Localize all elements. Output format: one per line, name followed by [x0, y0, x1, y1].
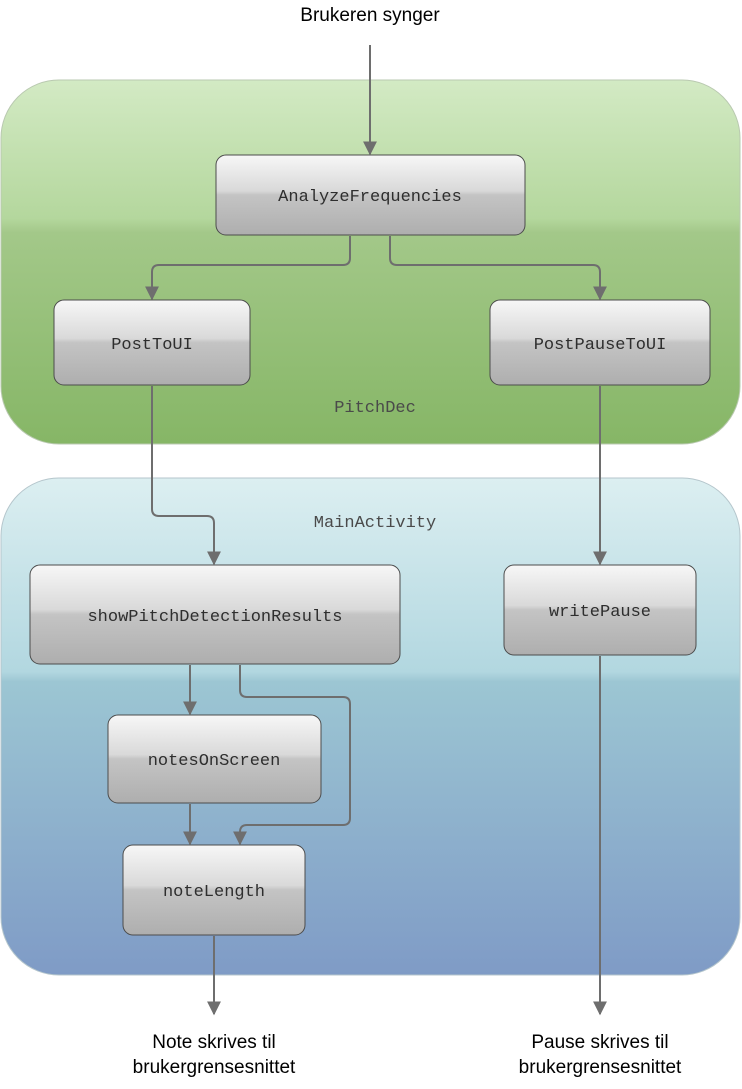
write-pause-label: writePause	[549, 603, 651, 622]
edges	[145, 45, 607, 1016]
edge-analyze-to-postpausetoui	[389, 236, 607, 301]
note-output-label: Note skrives til brukergrensesnittet	[133, 1032, 296, 1078]
post-to-ui-label: PostToUI	[111, 336, 193, 355]
node-post-to-ui: PostToUI	[53, 299, 251, 386]
edge-posttoui-to-showpitch	[151, 386, 221, 566]
node-write-pause: writePause	[503, 564, 697, 656]
node-show-pitch-detection-results: showPitchDetectionResults	[29, 564, 401, 665]
notes-on-screen-label: notesOnScreen	[148, 752, 281, 771]
note-length-label: noteLength	[163, 883, 265, 902]
pause-output-label: Pause skrives til brukergrensesnittet	[519, 1032, 682, 1078]
edge-analyze-to-posttoui	[145, 236, 351, 301]
input-label: Brukeren synger	[300, 5, 440, 26]
note-output-line2: brukergrensesnittet	[133, 1057, 296, 1078]
mainactivity-label: MainActivity	[314, 514, 436, 533]
pitchdec-label: PitchDec	[334, 399, 416, 418]
pause-output-line2: brukergrensesnittet	[519, 1057, 682, 1078]
show-pitch-detection-results-label: showPitchDetectionResults	[87, 608, 342, 627]
post-pause-to-ui-label: PostPauseToUI	[534, 336, 667, 355]
node-post-pause-to-ui: PostPauseToUI	[489, 299, 711, 386]
pause-output-line1: Pause skrives til	[531, 1032, 668, 1053]
edge-showpitch-to-notelength	[233, 665, 351, 846]
node-notes-on-screen: notesOnScreen	[107, 714, 322, 804]
analyze-frequencies-label: AnalyzeFrequencies	[278, 188, 462, 207]
node-analyze-frequencies: AnalyzeFrequencies	[215, 154, 526, 236]
node-note-length: noteLength	[122, 844, 306, 936]
note-output-line1: Note skrives til	[152, 1032, 276, 1053]
